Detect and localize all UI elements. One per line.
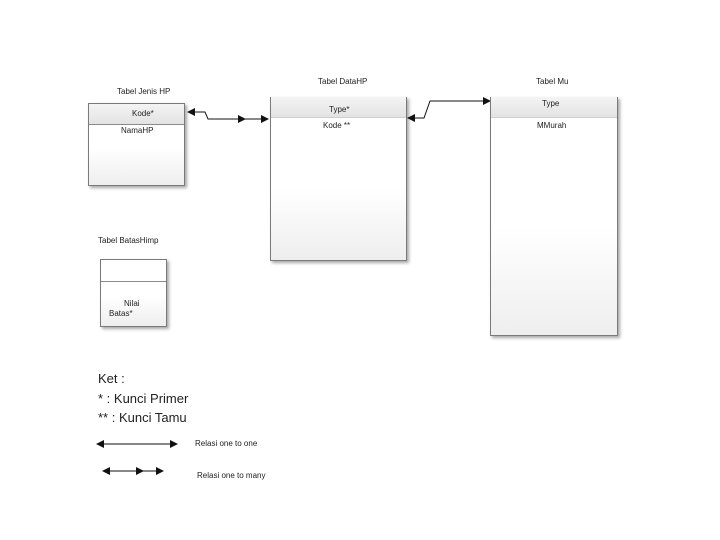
table-jenis-box: Kode* NamaHP — [88, 103, 185, 186]
table-batas-header — [101, 260, 166, 282]
legend-one-to-many-label: Relasi one to many — [197, 471, 266, 480]
legend-heading: Ket : — [98, 371, 125, 386]
table-batas-field-batas: Batas* — [109, 309, 133, 318]
table-jenis-field-namahp: NamaHP — [121, 126, 154, 135]
table-batas-field-nilai: Nilai — [124, 299, 140, 308]
legend-one-to-many-mid-arrow — [136, 467, 144, 475]
legend-primary-key: * : Kunci Primer — [98, 391, 189, 406]
table-batas-title: Tabel BatasHimp — [98, 236, 159, 245]
legend-one-to-one-label: Relasi one to one — [195, 439, 258, 448]
relation-jenis-datahp-mid-arrow — [238, 115, 246, 123]
table-mu-field-mmurah: MMurah — [537, 121, 567, 130]
table-mu-box: Type MMurah — [490, 97, 618, 336]
table-jenis-title: Tabel Jenis HP — [117, 87, 171, 96]
table-jenis-primary-key: Kode* — [132, 109, 154, 118]
relation-jenis-datahp — [187, 108, 269, 123]
table-datahp-header — [271, 97, 406, 118]
relation-datahp-mu — [407, 97, 491, 122]
table-mu-primary-key: Type — [542, 99, 560, 108]
table-datahp-box: Type* Kode ** — [270, 97, 407, 261]
table-datahp-foreign-key: Kode ** — [323, 121, 351, 130]
table-mu-header — [491, 97, 617, 118]
table-datahp-title: Tabel DataHP — [318, 77, 368, 86]
legend-foreign-key: ** : Kunci Tamu — [98, 410, 187, 425]
table-jenis-header — [89, 104, 184, 125]
table-batas-box: Nilai Batas* — [100, 259, 167, 327]
table-datahp-primary-key: Type* — [329, 105, 350, 114]
table-mu-title: Tabel Mu — [536, 77, 569, 86]
